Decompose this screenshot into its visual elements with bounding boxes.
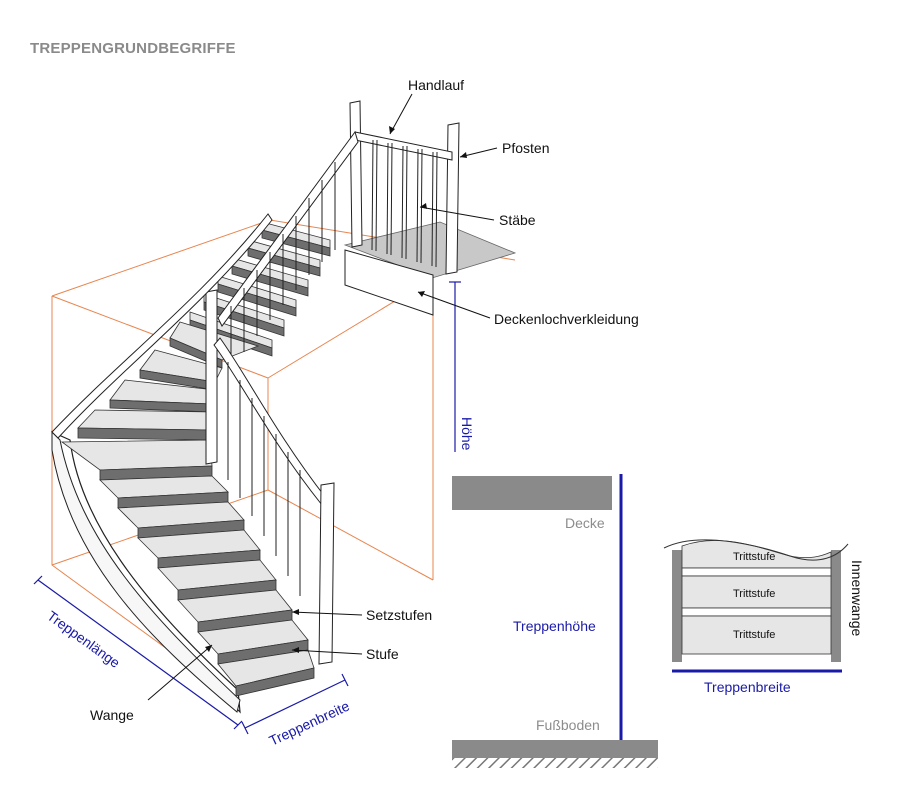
wange-handrail [51, 213, 273, 439]
deckenloch-panel [344, 249, 434, 316]
label-handlauf: Handlauf [408, 77, 464, 93]
handrail-upper [217, 130, 359, 327]
width-diagram: Trittstufe Trittstufe Trittstufe Innenwa… [663, 539, 865, 695]
post-upper-right [445, 122, 460, 275]
wange-face [51, 430, 241, 713]
label-staebe: Stäbe [499, 212, 536, 228]
leader-arrows [205, 126, 467, 653]
label-setzstufen: Setzstufen [366, 607, 432, 623]
label-width-treppenbreite: Treppenbreite [704, 679, 791, 695]
label-treppenlaenge: Treppenlänge [44, 607, 123, 671]
post-lower [318, 482, 335, 665]
label-stufe: Stufe [366, 646, 399, 662]
break-line [663, 539, 849, 561]
height-diagram: Decke Treppenhöhe Fußboden [452, 474, 658, 768]
label-treppenhoehe: Treppenhöhe [513, 618, 596, 634]
post-upper-left [349, 100, 363, 248]
label-fussboden: Fußboden [536, 717, 600, 733]
tread-gap-2 [681, 607, 832, 617]
label-pfosten: Pfosten [502, 140, 549, 156]
floor-slab [452, 740, 658, 758]
label-wange: Wange [90, 707, 134, 723]
ceiling-slab [452, 476, 612, 510]
page-title: TREPPENGRUNDBEGRIFFE [30, 40, 236, 57]
label-tread-3: Trittstufe [733, 629, 775, 641]
steps [60, 221, 331, 697]
label-tread-2: Trittstufe [733, 588, 775, 600]
innenwange-left [672, 550, 682, 662]
label-treppenbreite: Treppenbreite [267, 698, 352, 749]
tread-3 [681, 615, 832, 655]
label-tread-1: Trittstufe [733, 551, 775, 563]
label-hoehe: Höhe [459, 417, 475, 451]
handrail-lower [213, 337, 327, 506]
leader-lines [147, 93, 498, 701]
label-innenwange: Innenwange [849, 560, 865, 637]
innenwange-right [831, 550, 841, 662]
post-middle [205, 289, 218, 465]
label-deckenloch: Deckenlochverkleidung [494, 311, 639, 327]
floor-hatch [452, 758, 658, 768]
label-decke: Decke [565, 515, 605, 531]
dimension-lines [33, 281, 461, 735]
tread-gap-1 [681, 567, 832, 577]
railing [51, 100, 460, 665]
